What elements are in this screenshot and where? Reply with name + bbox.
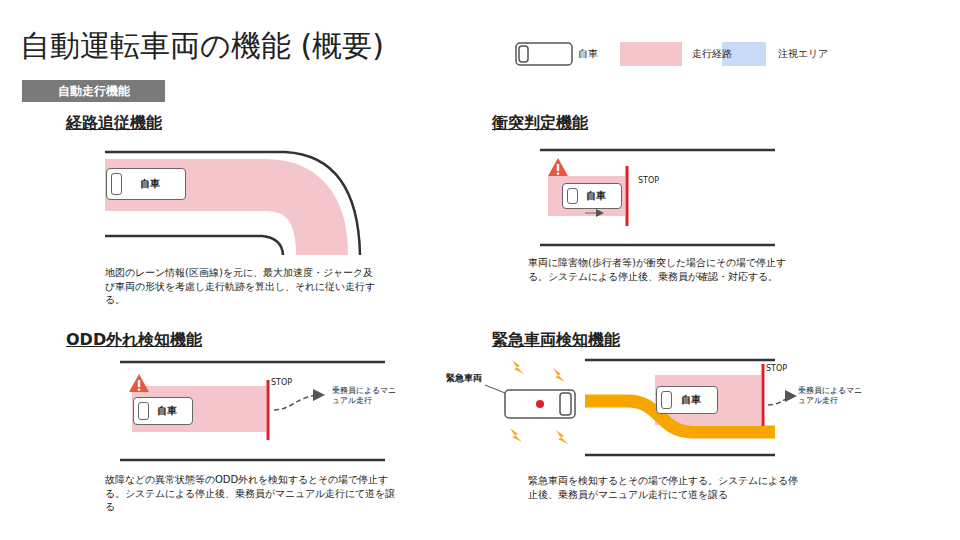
route: [132, 386, 266, 432]
vehicle-name: 緊急車両: [446, 372, 482, 384]
vehicle-box: 自車: [133, 397, 193, 425]
manual-note: 乗務員によるマニュアル走行: [798, 386, 866, 407]
road-edge: [105, 152, 360, 255]
stop-text: STOP: [638, 176, 659, 187]
vehicle-box: 自車: [656, 386, 718, 414]
vehicle-label: 自車: [673, 393, 701, 407]
manual-route: [274, 395, 322, 410]
heading: ODD外れ検知機能: [66, 329, 202, 351]
legend-swatch: [620, 42, 682, 66]
leader-line: [485, 385, 505, 393]
legend-text: 注視エリア: [778, 47, 828, 61]
route: [548, 176, 625, 216]
vehicle-box: 自車: [562, 183, 622, 209]
description: 故障などの異常状態等のODD外れを検知するとその場で停止する。システムによる停止…: [105, 473, 395, 514]
vehicle-window: [567, 188, 578, 204]
manual-note: 乗務員によるマニュアル走行: [332, 386, 400, 407]
road-edge: [105, 236, 283, 255]
vehicle-window: [111, 173, 122, 195]
vehicle-window: [661, 391, 672, 409]
warning-icon: [129, 374, 149, 392]
stop-line: [267, 380, 270, 440]
legend-car-icon: [516, 43, 572, 65]
section-label: 自動走行機能: [58, 83, 130, 100]
vehicle-label: 自車: [578, 189, 606, 203]
description: 地図のレーン情報(区画線)を元に、最大加速度・ジャーク及び車両の形状を考慮し走行…: [105, 266, 375, 307]
heading: 緊急車両検知機能: [492, 329, 620, 351]
heading: 衝突判定機能: [492, 112, 588, 134]
vehicle-box: 自車: [106, 168, 186, 200]
stop-line: [762, 364, 765, 426]
vehicle-label: 自車: [149, 404, 177, 418]
stop-text: STOP: [271, 378, 292, 389]
heading: 経路追従機能: [66, 112, 162, 134]
vehicle-label: 自車: [132, 177, 160, 191]
description: 緊急車両を検知するとその場で停止する。システムによる停止後、乗務員がマニュアル走…: [528, 474, 803, 501]
description: 車両に障害物(歩行者等)が衝突した場合にその場で停止する。システムによる停止後、…: [528, 256, 803, 283]
section-band: 自動走行機能: [22, 80, 165, 102]
vehicle-window: [138, 402, 149, 420]
route: [655, 375, 761, 425]
warning-icon: [548, 158, 568, 176]
stop-line: [626, 166, 629, 226]
emergency-vehicle: [505, 390, 575, 418]
legend-text: 自車: [578, 47, 598, 61]
legend-text: 走行経路: [692, 47, 732, 61]
stop-text: STOP: [766, 364, 787, 375]
title: 自動運転車両の機能 (概要): [20, 28, 384, 64]
manual-route: [768, 396, 794, 405]
